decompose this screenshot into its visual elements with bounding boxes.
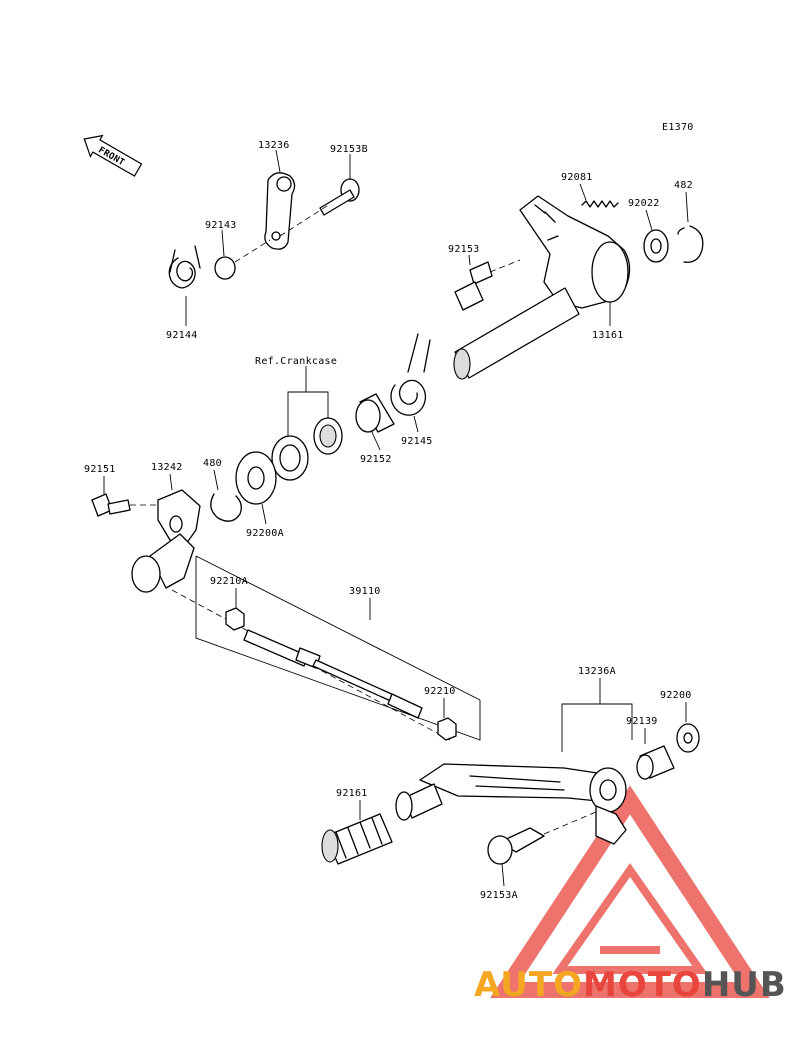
diagram-code: E1370 bbox=[662, 122, 694, 133]
part-39110-tie-rod bbox=[243, 629, 423, 719]
label-480: 480 bbox=[203, 458, 222, 469]
watermark-text: AUTOMOTOHUB bbox=[474, 965, 787, 1005]
part-92151-bolt bbox=[91, 493, 160, 517]
part-92200A-washer bbox=[235, 451, 277, 505]
label-39110: 39110 bbox=[349, 586, 381, 597]
label-92210A: 92210A bbox=[210, 576, 248, 587]
label-92153: 92153 bbox=[448, 244, 480, 255]
part-92152-bushing bbox=[355, 393, 395, 433]
label-13236A: 13236A bbox=[578, 666, 616, 677]
part-92210A-nut bbox=[225, 607, 245, 631]
part-92143-collar bbox=[214, 239, 271, 280]
label-92152: 92152 bbox=[360, 454, 392, 465]
part-92153-bolt bbox=[454, 259, 521, 311]
part-92153B-bolt bbox=[319, 178, 360, 216]
part-92139-collar bbox=[636, 745, 675, 780]
part-92081-spring bbox=[581, 200, 619, 208]
part-13242-lever bbox=[131, 489, 201, 593]
label-92139: 92139 bbox=[626, 716, 658, 727]
part-482-circlip bbox=[677, 225, 704, 263]
label-92151: 92151 bbox=[84, 464, 116, 475]
label-92200: 92200 bbox=[660, 690, 692, 701]
part-92145-spring bbox=[390, 333, 431, 416]
watermark-hub: HUB bbox=[702, 965, 787, 1005]
label-92153A: 92153A bbox=[480, 890, 518, 901]
part-13236-arm bbox=[264, 172, 296, 250]
label-92210: 92210 bbox=[424, 686, 456, 697]
label-92143: 92143 bbox=[205, 220, 237, 231]
part-92200-washer bbox=[676, 723, 700, 753]
label-92081: 92081 bbox=[561, 172, 593, 183]
label-92161: 92161 bbox=[336, 788, 368, 799]
part-480-circlip bbox=[210, 493, 242, 522]
part-oil-seal bbox=[271, 435, 309, 481]
watermark-auto: AUTO bbox=[474, 965, 583, 1005]
watermark-logo bbox=[490, 785, 770, 998]
front-arrow-icon: FRONT bbox=[83, 134, 143, 177]
part-13236A-pedal bbox=[419, 763, 627, 845]
part-13161-shift-shaft bbox=[453, 195, 631, 380]
label-92144: 92144 bbox=[166, 330, 198, 341]
part-92210-nut bbox=[437, 717, 457, 741]
label-482: 482 bbox=[674, 180, 693, 191]
label-92153B: 92153B bbox=[330, 144, 368, 155]
label-13236: 13236 bbox=[258, 140, 290, 151]
label-13242: 13242 bbox=[151, 462, 183, 473]
label-13161: 13161 bbox=[592, 330, 624, 341]
part-92153A-bolt bbox=[487, 811, 597, 865]
ref-crankcase-label: Ref.Crankcase bbox=[255, 356, 337, 367]
part-92161-rubber bbox=[321, 813, 393, 865]
label-92145: 92145 bbox=[401, 436, 433, 447]
watermark-moto: MOTO bbox=[583, 965, 702, 1005]
part-pedal-peg bbox=[395, 783, 443, 821]
label-92022: 92022 bbox=[628, 198, 660, 209]
part-needle-bearing bbox=[313, 417, 343, 455]
part-92022-washer bbox=[643, 229, 669, 263]
label-92200A: 92200A bbox=[246, 528, 284, 539]
part-92144-spring bbox=[168, 245, 201, 289]
